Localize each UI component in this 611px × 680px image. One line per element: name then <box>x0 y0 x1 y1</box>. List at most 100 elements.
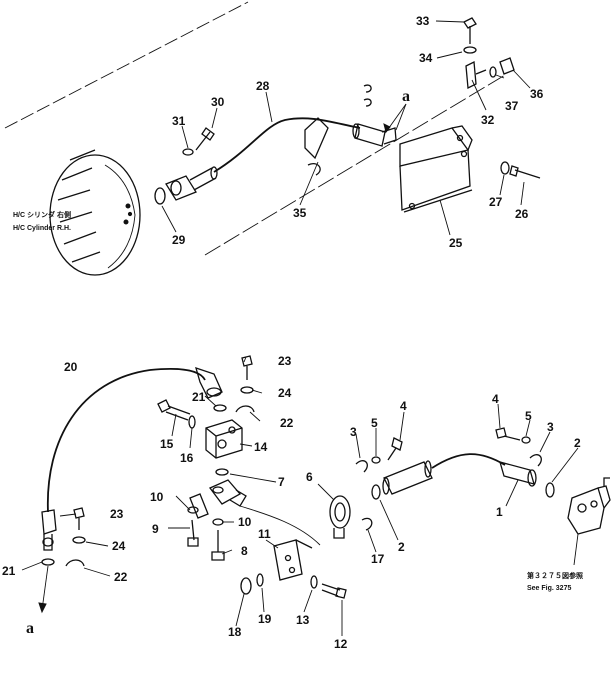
hook-clip-2 <box>363 98 372 107</box>
callout-24-upper: 24 <box>278 386 292 400</box>
clamp-17 <box>361 517 373 531</box>
valve-6 <box>329 495 351 539</box>
o-ring-2-left <box>371 484 381 500</box>
frame-edge-line-lower <box>204 74 506 256</box>
callout-4-right: 4 <box>492 392 499 406</box>
bolt-12 <box>310 575 347 599</box>
frame-edge-line <box>4 1 249 129</box>
reference-arrow-a-bottom: a <box>26 565 49 637</box>
hose-end-right <box>499 461 537 487</box>
leader-lines-bottom <box>21 356 579 636</box>
callout-7: 7 <box>278 475 285 489</box>
callout-23-upper: 23 <box>278 354 292 368</box>
elbow-fitting-top-left <box>195 366 223 399</box>
hose-end-fitting-top <box>352 123 397 147</box>
callout-11: 11 <box>258 527 271 541</box>
bolt-30 <box>182 127 215 156</box>
elbow-fitting-29 <box>154 166 218 205</box>
callout-13: 13 <box>296 613 310 627</box>
o-ring-2-right <box>545 482 555 498</box>
callout-31: 31 <box>172 114 186 128</box>
callout-27: 27 <box>489 195 503 209</box>
callout-5-left: 5 <box>371 416 378 430</box>
washer-5-left <box>371 456 381 464</box>
hose-20 <box>47 367 206 513</box>
clamp-3-right <box>529 454 542 467</box>
callout-37: 37 <box>505 99 519 113</box>
callout-32: 32 <box>481 113 495 127</box>
cover-plate-25 <box>399 125 473 213</box>
bolt-26 <box>500 161 541 179</box>
leader-lines-top <box>161 20 531 236</box>
tee-fitting <box>208 479 247 507</box>
mount-bracket-lower <box>187 493 225 561</box>
callout-12: 12 <box>334 637 348 651</box>
callout-2-left: 2 <box>398 540 405 554</box>
callout-2-right: 2 <box>574 436 581 450</box>
callout-16: 16 <box>180 451 194 465</box>
hc-cylinder-label-jp: H/C シリンダ 右側 <box>13 210 71 219</box>
callout-35: 35 <box>293 206 307 220</box>
hose-28 <box>213 117 361 173</box>
callout-numbers: 33 34 36 37 32 28 30 31 29 35 27 26 25 2… <box>2 14 581 651</box>
reference-mark-a-bottom: a <box>26 620 34 637</box>
clip-35 <box>304 117 329 176</box>
bracket-32 <box>465 57 515 90</box>
callout-36: 36 <box>530 87 544 101</box>
callout-34: 34 <box>419 51 433 65</box>
hose-end-lower-left <box>41 509 57 551</box>
callout-17: 17 <box>371 552 385 566</box>
clamp-3-left <box>355 460 368 473</box>
bolt-4-left <box>387 437 403 461</box>
bolt-23-upper <box>240 355 254 394</box>
hose-short-center <box>239 505 321 546</box>
callout-3-right: 3 <box>547 420 554 434</box>
washer-5-right <box>521 436 531 444</box>
callout-5-right: 5 <box>525 409 532 423</box>
callout-29: 29 <box>172 233 186 247</box>
pump-assembly-ref <box>567 477 611 566</box>
callout-14: 14 <box>254 440 268 454</box>
hc-cylinder-label-en: H/C Cylinder R.H. <box>13 225 71 232</box>
callout-21-lower: 21 <box>2 564 16 578</box>
hook-clip <box>363 84 372 93</box>
o-ring-21-lower <box>41 558 55 566</box>
bracket-11 <box>273 539 313 581</box>
callout-6: 6 <box>306 470 313 484</box>
hose-1 <box>431 453 506 469</box>
callout-9: 9 <box>152 522 159 536</box>
hose-end-center <box>382 460 433 495</box>
callout-21-upper: 21 <box>192 390 206 404</box>
callout-10-left: 10 <box>150 490 164 504</box>
reference-mark-a-top: a <box>402 88 410 105</box>
bottom-assembly: a <box>21 355 611 637</box>
bolt-4-right <box>495 427 521 441</box>
callout-19: 19 <box>258 612 272 626</box>
o-ring-7 <box>215 468 229 476</box>
block-14 <box>205 419 243 459</box>
clamp-22-upper <box>235 405 255 413</box>
o-ring-21-upper <box>213 404 227 412</box>
callout-20: 20 <box>64 360 78 374</box>
callout-4-left: 4 <box>400 399 407 413</box>
nut-18 <box>240 573 264 595</box>
top-assembly: H/C シリンダ 右側 H/C Cylinder R.H. <box>4 1 541 276</box>
bolt-15 <box>157 399 196 429</box>
reference-arrow-a-top: a <box>383 88 410 134</box>
clamp-22-lower <box>65 559 85 567</box>
callout-10-right: 10 <box>238 515 252 529</box>
callout-26: 26 <box>515 207 529 221</box>
callout-30: 30 <box>211 95 225 109</box>
callout-3-left: 3 <box>350 425 357 439</box>
callout-15: 15 <box>160 437 174 451</box>
callout-28: 28 <box>256 79 270 93</box>
callout-25: 25 <box>449 236 463 250</box>
bolt-23-lower <box>72 507 86 544</box>
callout-24-lower: 24 <box>112 539 126 553</box>
callout-22-lower: 22 <box>114 570 128 584</box>
see-fig-label-jp: 第３２７５図参照 <box>527 571 583 580</box>
see-fig-label-en: See Fig. 3275 <box>527 585 571 592</box>
callout-22-upper: 22 <box>280 416 294 430</box>
callout-33: 33 <box>416 14 430 28</box>
